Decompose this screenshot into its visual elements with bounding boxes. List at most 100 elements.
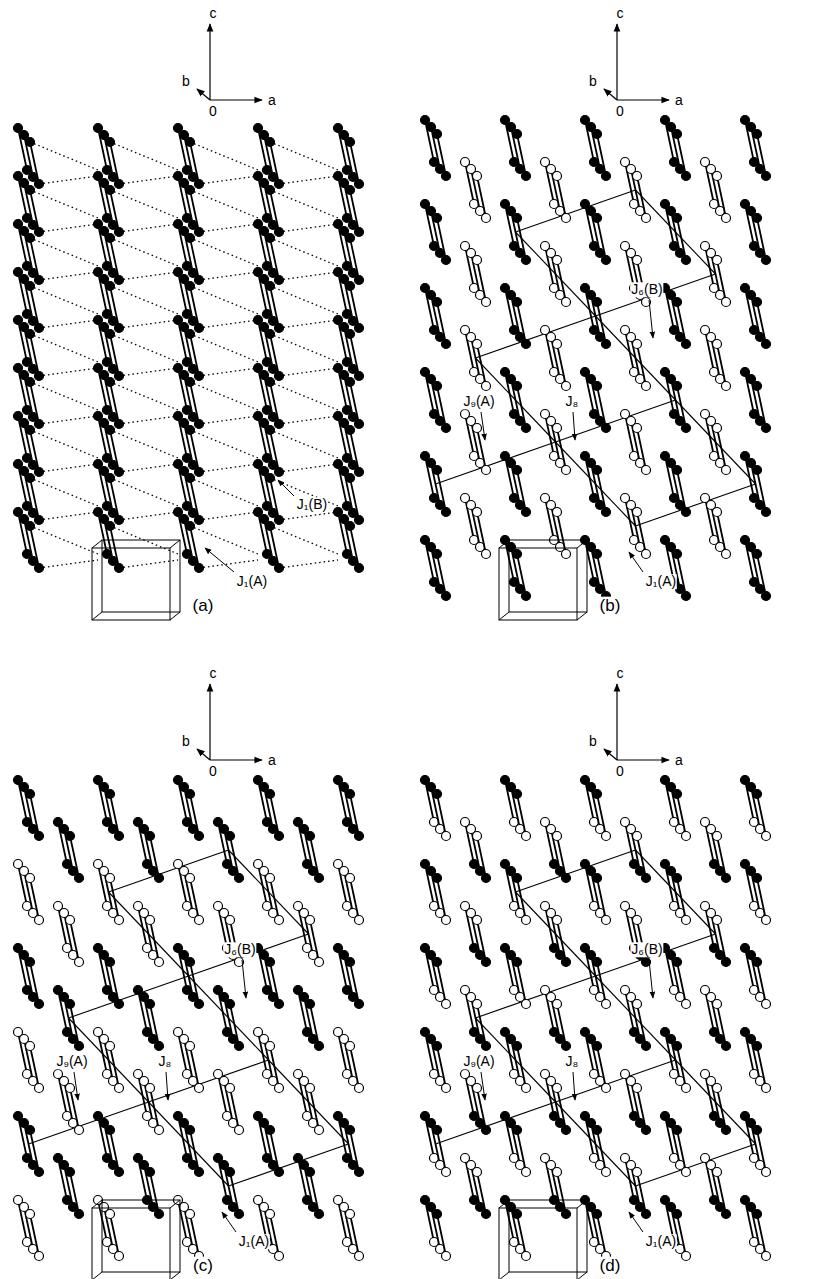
dimer-group (741, 536, 771, 601)
dimer-group (134, 902, 164, 967)
spin-site (346, 234, 355, 243)
spin-site (442, 1084, 451, 1093)
spin-site (35, 1084, 44, 1093)
dimer-bond (757, 554, 766, 596)
spin-site (195, 1084, 204, 1093)
spin-site (442, 508, 451, 517)
spin-site (633, 172, 642, 181)
exchange-path (436, 1102, 556, 1144)
spin-site (522, 1000, 531, 1009)
spin-site (562, 382, 571, 391)
dimer-bond (637, 512, 646, 554)
dimer-bond (597, 134, 606, 176)
spin-site (106, 282, 115, 291)
unit-cell-edge (92, 612, 102, 620)
spin-site (633, 916, 642, 925)
spin-site (642, 214, 651, 223)
spin-site (35, 228, 44, 237)
dimer-group (421, 200, 451, 265)
exchange-path (109, 892, 189, 976)
dimer-bond (517, 386, 526, 428)
dimer-group (94, 944, 124, 1009)
spin-site (442, 172, 451, 181)
axis-arrow (210, 99, 262, 100)
dimer-bond (557, 344, 566, 386)
spin-site (146, 832, 155, 841)
exchange-path (636, 190, 716, 274)
spin-site (473, 916, 482, 925)
spin-site (642, 1042, 651, 1051)
unit-cell-edge (170, 612, 180, 620)
dimer-bond (150, 920, 159, 962)
dimer-bond (70, 836, 79, 878)
spin-site (602, 508, 611, 517)
exchange-path (516, 892, 596, 976)
dimer-group (254, 172, 284, 237)
spin-site (115, 372, 124, 381)
dimer-bond (110, 190, 119, 232)
interchain-bond (270, 286, 338, 314)
spin-site (186, 1210, 195, 1219)
dimer-group (541, 494, 571, 559)
dimer-bond (477, 920, 486, 962)
dimer-group (174, 364, 204, 429)
dimer-group (421, 452, 451, 517)
dimer-group (741, 860, 771, 925)
spin-site (26, 874, 35, 883)
dimer-bond (310, 1004, 319, 1046)
dimer-group (214, 818, 244, 883)
leader-arrow (481, 412, 485, 440)
interchain-bond (279, 368, 338, 376)
spin-site (26, 474, 35, 483)
spin-site (473, 832, 482, 841)
spin-site (633, 1084, 642, 1093)
exchange-path (189, 934, 309, 976)
dimer-group (334, 1028, 364, 1093)
spin-site (442, 592, 451, 601)
dimer-bond (597, 554, 606, 596)
spin-site (275, 1000, 284, 1009)
spin-site (266, 234, 275, 243)
dimer-bond (717, 512, 726, 554)
dimer-group (94, 1028, 124, 1093)
spin-site (106, 1042, 115, 1051)
spin-site (186, 234, 195, 243)
spin-site (146, 1168, 155, 1177)
spin-site (346, 282, 355, 291)
dimer-bond (597, 470, 606, 512)
exchange-path (476, 316, 596, 358)
spin-site (106, 138, 115, 147)
spin-site (275, 516, 284, 525)
spin-site (673, 958, 682, 967)
axis-arrow (604, 89, 617, 100)
spin-site (106, 330, 115, 339)
interchain-bond (30, 190, 98, 218)
dimer-bond (270, 1046, 279, 1088)
dimer-group (54, 902, 84, 967)
spin-site (35, 1252, 44, 1261)
spin-site (713, 508, 722, 517)
spin-site (562, 298, 571, 307)
spin-site (346, 186, 355, 195)
spin-site (442, 916, 451, 925)
spin-site (553, 832, 562, 841)
spin-site (355, 832, 364, 841)
spin-site (195, 916, 204, 925)
interchain-bond (270, 526, 338, 554)
exchange-network (436, 850, 756, 1186)
spin-site (106, 234, 115, 243)
spin-site (186, 1126, 195, 1135)
dimer-bond (270, 382, 279, 424)
spin-site (26, 1042, 35, 1051)
spin-site (513, 382, 522, 391)
dimer-bond (350, 1214, 359, 1256)
dimer-group (254, 776, 284, 841)
dimer-group (701, 902, 731, 967)
exchange-path (269, 1060, 349, 1144)
dimer-bond (637, 1088, 646, 1130)
spin-site (75, 958, 84, 967)
dimer-group (701, 1070, 731, 1135)
interchain-bond (199, 176, 258, 184)
dimer-bond (350, 238, 359, 280)
interchain-bond (110, 286, 178, 314)
